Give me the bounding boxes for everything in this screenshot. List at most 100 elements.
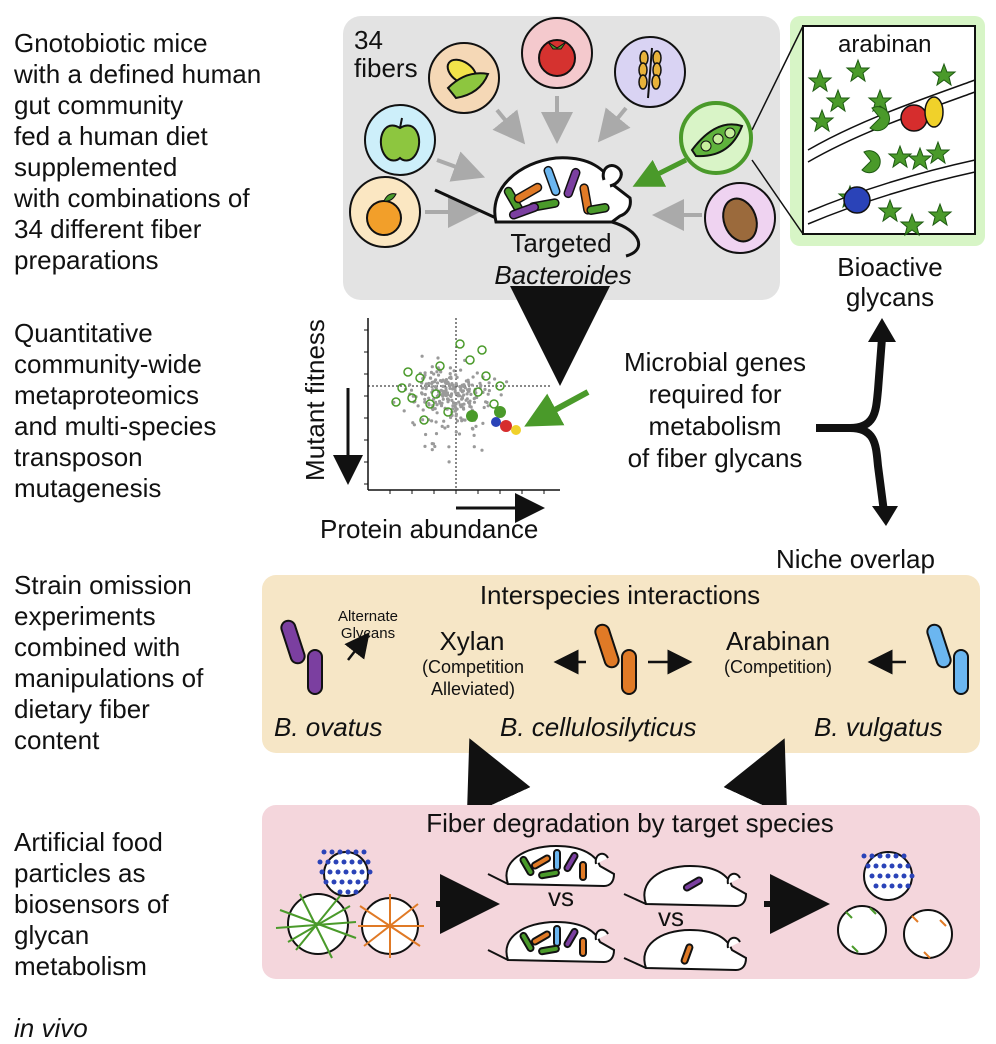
scatter-point bbox=[435, 381, 440, 385]
scatter-point bbox=[435, 403, 439, 407]
scatter-point bbox=[453, 387, 457, 391]
tomato-icon bbox=[521, 17, 593, 89]
scatter-point bbox=[444, 381, 448, 385]
scatter-point bbox=[438, 379, 443, 383]
scatter-point bbox=[474, 424, 478, 428]
scatter-plot bbox=[333, 318, 560, 523]
scatter-point bbox=[432, 372, 436, 376]
scatter-point bbox=[430, 365, 434, 369]
pea-pod-icon bbox=[679, 101, 753, 175]
scatter-point bbox=[457, 400, 461, 404]
scatter-point bbox=[460, 419, 464, 423]
scatter-point bbox=[452, 404, 457, 408]
mouse-single-1 bbox=[623, 864, 748, 908]
particles-before bbox=[275, 849, 424, 959]
scatter-point bbox=[469, 392, 473, 396]
scatter-point bbox=[454, 382, 458, 386]
scatter-point bbox=[436, 356, 440, 360]
scatter-point bbox=[448, 372, 452, 376]
scatter-point bbox=[411, 421, 415, 425]
scatter-point bbox=[459, 385, 463, 389]
scatter-point bbox=[435, 411, 439, 415]
niche-overlap-label: Niche overlap bbox=[776, 544, 935, 574]
scatter-point bbox=[493, 377, 497, 381]
scatter-point bbox=[427, 381, 431, 386]
step2-text: Quantitative community-wide metaproteomi… bbox=[14, 318, 217, 503]
scatter-point bbox=[464, 398, 468, 402]
scatter-point bbox=[423, 392, 427, 397]
targeted-label: Targeted bbox=[510, 228, 612, 258]
diagram-graphics bbox=[262, 16, 985, 979]
vs-label-2: vs bbox=[658, 902, 684, 932]
arabinan-label: Arabinan bbox=[725, 626, 831, 656]
scatter-xlabel: Protein abundance bbox=[320, 514, 539, 544]
scatter-point bbox=[481, 421, 485, 425]
scatter-point bbox=[424, 387, 428, 391]
corn-icon bbox=[428, 42, 500, 114]
scatter-point bbox=[434, 400, 438, 404]
scatter-point bbox=[421, 408, 425, 412]
scatter-point bbox=[469, 405, 473, 409]
vulgatus-icon bbox=[926, 623, 969, 695]
scatter-point bbox=[460, 396, 465, 400]
alternate-glycans-label: Alternate Glycans bbox=[337, 608, 399, 642]
scatter-point bbox=[430, 419, 434, 423]
mouse-icon bbox=[434, 156, 640, 258]
scatter-point bbox=[441, 397, 445, 401]
scatter-point bbox=[487, 381, 491, 385]
scatter-point bbox=[446, 424, 450, 428]
scatter-point bbox=[468, 399, 472, 403]
scatter-point bbox=[451, 401, 456, 405]
scatter-point bbox=[479, 384, 483, 388]
scatter-point bbox=[446, 400, 450, 404]
scatter-point bbox=[472, 397, 476, 401]
cellulosilyticus-icon bbox=[594, 623, 637, 695]
scatter-point bbox=[438, 401, 442, 405]
scatter-point bbox=[453, 390, 457, 394]
scatter-point bbox=[439, 370, 443, 374]
degradation-title: Fiber degradation by target species bbox=[426, 808, 834, 838]
orange-icon bbox=[349, 176, 421, 248]
scatter-point bbox=[431, 407, 435, 412]
scatter-point bbox=[429, 370, 433, 374]
scatter-point bbox=[470, 426, 474, 430]
scatter-point bbox=[454, 430, 458, 434]
arabinan-title: arabinan bbox=[838, 31, 932, 58]
step1-text: Gnotobiotic mice with a defined human gu… bbox=[14, 28, 262, 275]
scatter-point bbox=[444, 378, 448, 382]
wheat-icon bbox=[614, 36, 686, 108]
scatter-point bbox=[472, 433, 476, 437]
scatter-point bbox=[434, 378, 438, 382]
xylan-label: Xylan bbox=[439, 626, 505, 656]
species-vulgatus: B. vulgatus bbox=[814, 712, 943, 742]
scatter-point bbox=[483, 387, 487, 391]
scatter-point bbox=[423, 371, 427, 375]
scatter-point bbox=[392, 400, 396, 404]
scatter-point bbox=[440, 424, 444, 428]
step3-text: Strain omission experiments combined wit… bbox=[14, 570, 204, 755]
scatter-point bbox=[424, 432, 428, 437]
scatter-point bbox=[454, 412, 458, 416]
scatter-point bbox=[420, 386, 425, 390]
scatter-point bbox=[449, 376, 453, 380]
scatter-point bbox=[487, 389, 491, 393]
scatter-point bbox=[467, 382, 471, 387]
scatter-point bbox=[459, 388, 463, 392]
scatter-point bbox=[431, 442, 436, 446]
scatter-point bbox=[443, 426, 447, 430]
scatter-point bbox=[454, 373, 458, 377]
scatter-point bbox=[480, 448, 484, 452]
mouse-full-2 bbox=[487, 920, 616, 964]
scatter-point bbox=[486, 392, 490, 396]
scatter-point bbox=[505, 380, 509, 384]
fibers-label: 34 fibers bbox=[354, 25, 418, 83]
scatter-point bbox=[465, 392, 469, 396]
bioactive-glycans-label: Bioactive glycans bbox=[837, 252, 943, 312]
scatter-point bbox=[421, 418, 425, 422]
scatter-point bbox=[436, 373, 441, 377]
particles-after bbox=[837, 851, 953, 959]
scatter-point bbox=[462, 407, 466, 411]
scatter-point bbox=[470, 383, 474, 387]
arabinan-zoom bbox=[807, 58, 976, 237]
scatter-point bbox=[402, 409, 406, 413]
